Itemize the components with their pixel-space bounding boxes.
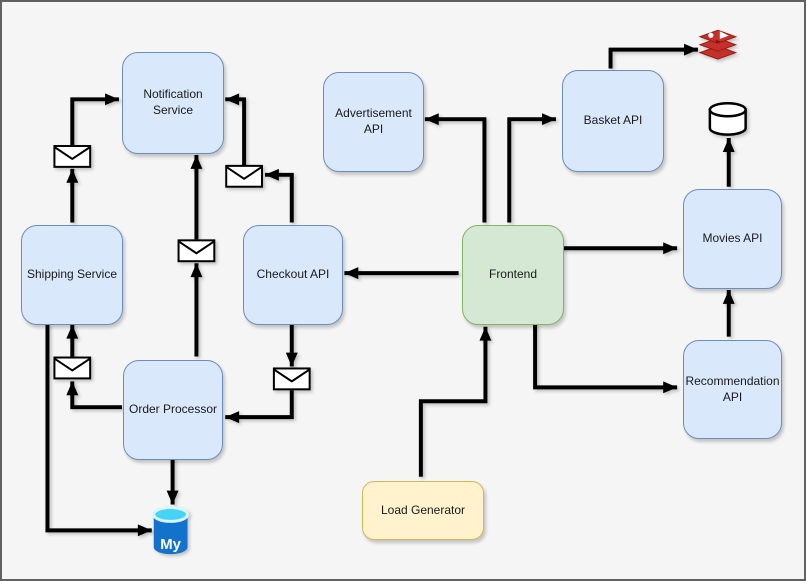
- edge-frontend-to-basket: [507, 113, 556, 223]
- node-notification-service: Notification Service: [122, 52, 224, 154]
- node-shipping-service: Shipping Service: [21, 225, 123, 325]
- node-order-processor: Order Processor: [123, 360, 223, 460]
- edge-checkout-to-envelope2: [264, 168, 294, 223]
- mysql-icon-label: My: [160, 537, 181, 553]
- redis-icon: [698, 29, 738, 60]
- node-basket-api: Basket API: [562, 70, 664, 172]
- edge-envelope1-to-notification: [70, 93, 119, 147]
- edge-frontend-to-advertisement: [424, 113, 487, 223]
- edge-shipping-to-mysql: [45, 323, 152, 537]
- edge-envelope2-to-notification: [225, 93, 247, 166]
- edge-basket-to-redis: [608, 43, 698, 69]
- envelope-icon: [53, 356, 92, 380]
- envelope-icon: [272, 367, 311, 391]
- node-checkout-api: Checkout API: [243, 225, 343, 325]
- node-advertisement-api: Advertisement API: [323, 72, 424, 172]
- database-cylinder-icon: [708, 102, 747, 136]
- edge-envelope4-to-orderprocessor: [225, 390, 294, 424]
- envelope-icon: [225, 164, 263, 188]
- node-frontend: Frontend: [462, 225, 564, 325]
- node-label: Notification Service: [143, 87, 203, 117]
- node-label: Recommendation API: [685, 373, 780, 404]
- node-label: Shipping Service: [26, 267, 118, 282]
- edge-loadgenerator-to-frontend: [418, 326, 492, 477]
- node-label: Movies API: [702, 231, 763, 246]
- envelope-icon: [53, 145, 92, 168]
- node-label: Order Processor: [128, 402, 218, 417]
- node-load-generator: Load Generator: [362, 481, 484, 540]
- node-label: Advertisement API: [335, 106, 412, 136]
- envelope-icon: [177, 239, 216, 263]
- node-label: Load Generator: [380, 502, 466, 517]
- node-label: Checkout API: [256, 267, 330, 282]
- node-label: Basket API: [583, 113, 643, 128]
- node-label: Frontend: [488, 267, 538, 282]
- edge-orderprocessor-to-envelope5: [66, 381, 122, 410]
- node-recommendation-api: Recommendation API: [683, 340, 782, 439]
- node-movies-api: Movies API: [683, 189, 782, 289]
- edge-frontend-to-recommendation: [533, 323, 678, 394]
- mysql-icon: My: [152, 506, 189, 555]
